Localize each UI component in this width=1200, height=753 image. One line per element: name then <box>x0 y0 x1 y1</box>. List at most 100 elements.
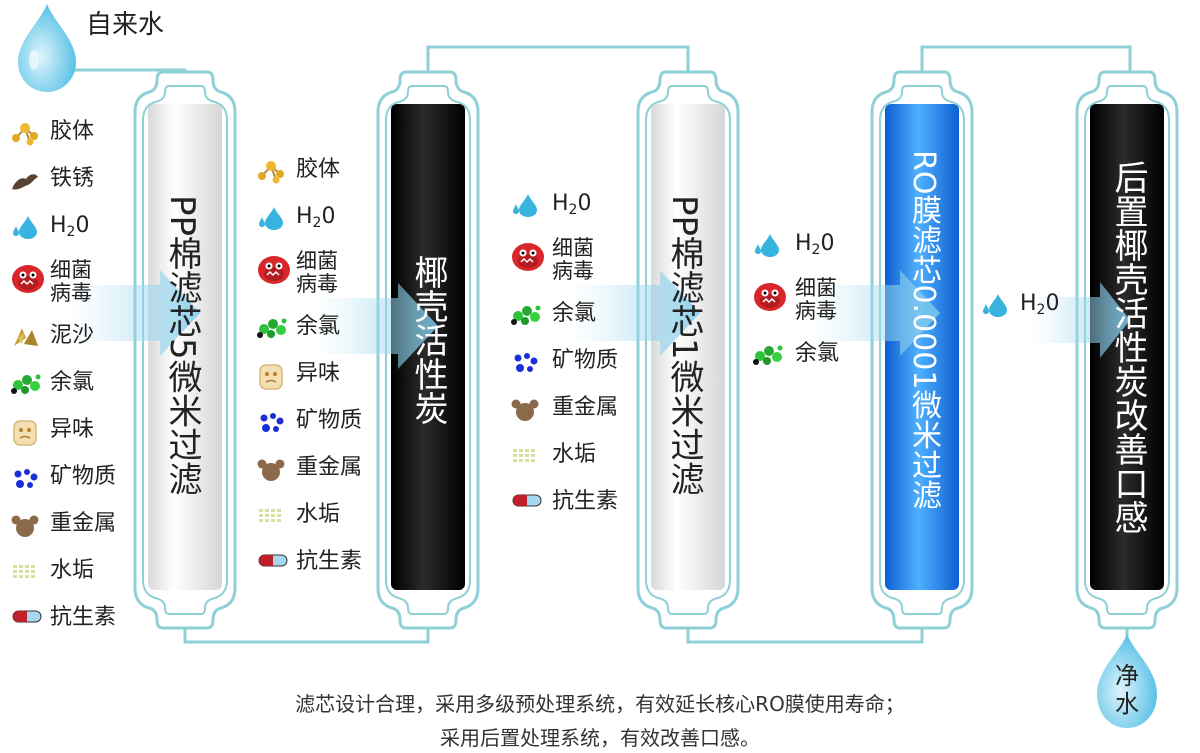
contaminant-label: 重金属 <box>296 455 363 480</box>
flow-arrow-4 <box>810 270 940 356</box>
pipe-4-5-top <box>920 45 1132 80</box>
colloid-icon <box>10 120 40 150</box>
contaminant-label: 水垢 <box>296 502 341 527</box>
contaminant-label: H20 <box>552 191 592 219</box>
filter-housing-1 <box>133 70 237 630</box>
contaminant-label: 余氯 <box>552 301 597 326</box>
stage-name-3: PP棉滤芯1微米过滤 <box>664 195 704 496</box>
contaminant-label: 异味 <box>50 417 95 442</box>
contaminant-label: 余氯 <box>795 341 840 366</box>
housing-inner-outline <box>1084 85 1170 615</box>
housing-inner-outline <box>142 85 228 615</box>
output-char-2: 水 <box>1115 690 1139 718</box>
output-label: 净 水 <box>1107 662 1147 718</box>
contaminant-label: H20 <box>50 213 90 241</box>
filter-core-blue <box>885 104 959 590</box>
bacteria-icon <box>752 279 788 317</box>
water-drop-icon <box>10 214 40 244</box>
scale-icon <box>510 443 540 473</box>
stage-name-2: 椰壳活性炭 <box>408 255 448 425</box>
stage-name-1: PP棉滤芯5微米过滤 <box>162 195 202 496</box>
heavy-metal-icon <box>10 512 40 544</box>
heavy-metal-icon <box>256 456 286 488</box>
filter-core-white <box>148 104 222 590</box>
chlorine-icon <box>510 302 544 332</box>
rust-icon <box>10 167 40 197</box>
contaminant-label: H20 <box>795 231 835 259</box>
sand-icon <box>10 324 40 354</box>
contaminant-label: H20 <box>1020 291 1060 319</box>
stage-name-4: RO膜滤芯0.0001微米过滤 <box>906 150 941 510</box>
scale-icon <box>256 503 286 533</box>
contaminant-label: 胶体 <box>296 157 341 182</box>
antibiotic-icon <box>256 550 290 574</box>
contaminant-label: 重金属 <box>552 395 619 420</box>
antibiotic-icon <box>10 606 44 630</box>
filter-housing-3 <box>636 70 740 630</box>
output-char-1: 净 <box>1115 662 1139 690</box>
mineral-icon <box>10 465 40 495</box>
contaminant-label: 矿物质 <box>50 464 117 489</box>
footer-line-2: 采用后置处理系统，有效改善口感。 <box>440 726 760 750</box>
contaminant-label: H20 <box>296 204 336 232</box>
inlet-drop-icon <box>18 4 76 92</box>
pipe-3-4-bottom <box>686 625 924 644</box>
stage-name-5: 后置椰壳活性炭改善口感 <box>1108 160 1148 534</box>
flow-arrow-2 <box>315 283 438 369</box>
input-label: 自来水 <box>86 10 165 40</box>
contaminant-label: 抗生素 <box>552 489 619 514</box>
filter-housing-5 <box>1075 70 1179 630</box>
mineral-icon <box>510 349 540 379</box>
outlet-drop-icon <box>1097 634 1157 728</box>
water-drop-icon <box>510 192 540 222</box>
chlorine-icon <box>752 342 786 372</box>
odor-icon <box>10 418 40 452</box>
water-drop-icon <box>256 205 286 235</box>
contaminant-label: 胶体 <box>50 119 95 144</box>
contaminant-label: 细菌病毒 <box>795 276 837 323</box>
heavy-metal-icon <box>510 396 540 428</box>
contaminant-label: 铁锈 <box>50 166 95 191</box>
chlorine-icon <box>10 371 44 401</box>
scale-icon <box>10 559 40 589</box>
contaminant-label: 抗生素 <box>296 549 363 574</box>
footer-line-1: 滤芯设计合理，采用多级预处理系统，有效延长核心RO膜使用寿命； <box>295 692 905 716</box>
water-drop-icon <box>980 292 1010 322</box>
contaminant-label: 重金属 <box>50 511 117 536</box>
contaminant-label: 泥沙 <box>50 323 95 348</box>
filter-core-black <box>391 104 465 590</box>
water-drop-icon <box>752 232 782 262</box>
filter-core-black <box>1090 104 1164 590</box>
flow-arrow-3 <box>570 270 700 356</box>
contaminant-label: 矿物质 <box>552 348 619 373</box>
filter-housing-2 <box>376 70 480 630</box>
contaminant-label: 余氯 <box>50 370 95 395</box>
pipe-1-2-bottom <box>183 625 430 644</box>
filter-housing-4 <box>870 70 974 630</box>
housing-inner-outline <box>385 85 471 615</box>
mineral-icon <box>256 409 286 439</box>
bacteria-icon <box>256 252 292 290</box>
contaminant-label: 细菌病毒 <box>296 249 338 296</box>
contaminant-label: 水垢 <box>552 442 597 467</box>
flow-arrow-1 <box>70 270 200 356</box>
housing-inner-outline <box>879 85 965 615</box>
contaminant-label: 矿物质 <box>296 408 363 433</box>
contaminant-label: 抗生素 <box>50 605 117 630</box>
bacteria-icon <box>510 239 546 277</box>
housing-inner-outline <box>645 85 731 615</box>
antibiotic-icon <box>510 490 544 514</box>
contaminant-label: 水垢 <box>50 558 95 583</box>
pipe-2-3-top <box>426 45 690 80</box>
chlorine-icon <box>256 315 290 345</box>
colloid-icon <box>256 158 286 188</box>
flow-arrow-5 <box>1030 282 1130 358</box>
odor-icon <box>256 362 286 396</box>
contaminant-label: 细菌病毒 <box>50 258 92 305</box>
filter-core-white <box>651 104 725 590</box>
flow-arrows <box>70 270 1130 369</box>
bacteria-icon <box>10 261 46 299</box>
contaminant-label: 异味 <box>296 361 341 386</box>
contaminant-label: 细菌病毒 <box>552 236 594 283</box>
